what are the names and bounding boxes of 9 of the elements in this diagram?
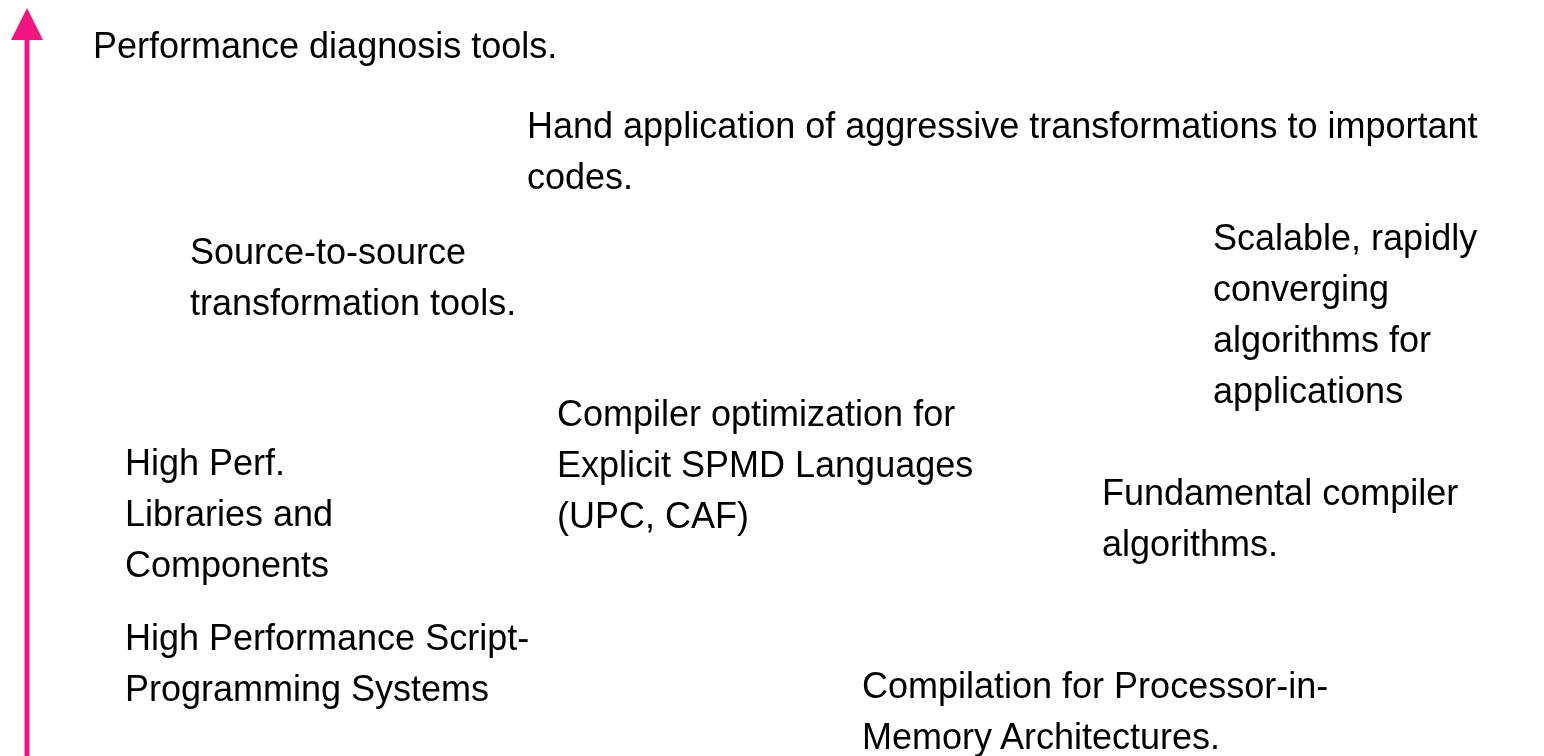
note-text: High Performance Script-Programming Systems <box>125 616 531 711</box>
note-text: Compiler optimization for Explicit SPMD Languages (UPC, CAF) <box>557 392 975 538</box>
note-text: Source-to-source transformation tools. <box>190 230 518 325</box>
note-text: Fundamental compiler algorithms. <box>1102 471 1460 566</box>
note-text: Compilation for Processor-in-Memory Architectures. <box>862 664 1330 756</box>
note-text: Scalable, rapidly converging algorithms for applications <box>1213 216 1479 413</box>
note-text: Performance diagnosis tools. <box>93 24 559 68</box>
note-text: High Perf. Libraries and Components <box>125 441 335 587</box>
note-text: Hand application of aggressive transformations to important codes. <box>527 104 1479 199</box>
